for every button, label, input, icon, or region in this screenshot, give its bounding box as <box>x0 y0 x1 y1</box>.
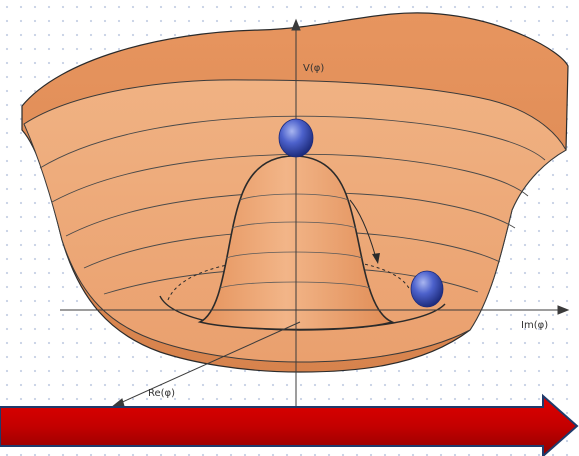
vertical-axis-label: V(φ) <box>303 63 325 74</box>
real-axis-label: Re(φ) <box>148 388 176 399</box>
real-axis <box>117 321 301 405</box>
roll-down-arrowhead <box>372 253 380 264</box>
axes <box>60 18 570 410</box>
roll-down-path <box>349 199 377 259</box>
imaginary-axis-label: Im(φ) <box>521 320 549 331</box>
ball-on-peak <box>278 118 314 158</box>
vertical-axis-arrowhead <box>291 18 301 31</box>
hump-contour-lines <box>219 193 371 289</box>
ball-in-trough <box>410 270 444 308</box>
imaginary-axis-arrowhead <box>557 305 570 315</box>
real-axis-arrowhead <box>110 398 125 408</box>
progress-arrow <box>0 393 579 456</box>
